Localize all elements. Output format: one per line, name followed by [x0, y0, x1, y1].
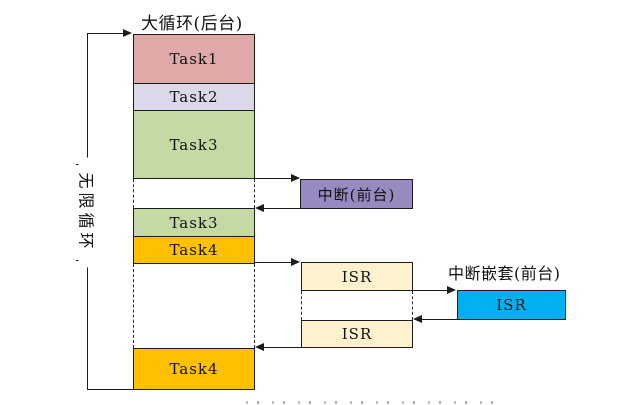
- arrow-nested-return: [421, 318, 566, 320]
- task3-label: Task3: [169, 135, 219, 154]
- infinite-loop-label: 无限循环: [77, 157, 98, 268]
- arrow-interrupt-return: [263, 207, 301, 209]
- task2-label: Task2: [169, 88, 219, 106]
- arrow-task3-to-interrupt: [255, 177, 293, 179]
- isr-box-2: ISR: [301, 320, 413, 348]
- interrupt-label: 中断(前台): [317, 185, 396, 204]
- task4-resume-box: Task4: [133, 348, 255, 390]
- task4-resume-label: Task4: [169, 360, 219, 378]
- loop-arrowhead-icon: [123, 28, 132, 37]
- cropped-caption-fragment: [246, 401, 494, 404]
- task3-resume-label: Task3: [169, 213, 219, 232]
- task3-box: Task3: [133, 110, 255, 179]
- task4-box: Task4: [133, 236, 255, 264]
- isr-box-2-label: ISR: [341, 325, 373, 343]
- arrow-isr1-to-nested: [301, 289, 448, 291]
- background-loop-title: 大循环(后台): [141, 14, 243, 34]
- stack-gap-isr: [133, 264, 255, 348]
- stack-gap-interrupt: [133, 179, 255, 208]
- loop-line-bottom: [87, 389, 134, 390]
- arrow-task3-to-interrupt-head-icon: [291, 173, 300, 182]
- isr-gap: [301, 291, 413, 320]
- arrow-isr2-return: [263, 346, 413, 348]
- arrow-nested-return-head-icon: [413, 314, 422, 323]
- task3-resume-box: Task3: [133, 208, 255, 237]
- arrow-task4-to-isr1: [255, 261, 293, 263]
- interrupt-box: 中断(前台): [300, 179, 413, 209]
- arrow-task4-to-isr1-head-icon: [291, 257, 300, 266]
- isr-box-1-label: ISR: [341, 267, 373, 286]
- nested-isr-box: ISR: [457, 290, 566, 320]
- isr-box-1: ISR: [301, 262, 413, 291]
- arrow-isr1-to-nested-head-icon: [447, 285, 456, 294]
- nested-isr-label: ISR: [496, 296, 527, 314]
- task2-box: Task2: [133, 83, 255, 111]
- task1-box: Task1: [133, 34, 255, 84]
- nested-interrupt-title: 中断嵌套(前台): [448, 264, 561, 283]
- loop-line-top: [87, 32, 125, 34]
- task4-label: Task4: [169, 241, 219, 259]
- arrow-isr2-return-head-icon: [255, 342, 264, 351]
- task1-label: Task1: [169, 50, 219, 68]
- arrow-interrupt-return-head-icon: [255, 203, 264, 212]
